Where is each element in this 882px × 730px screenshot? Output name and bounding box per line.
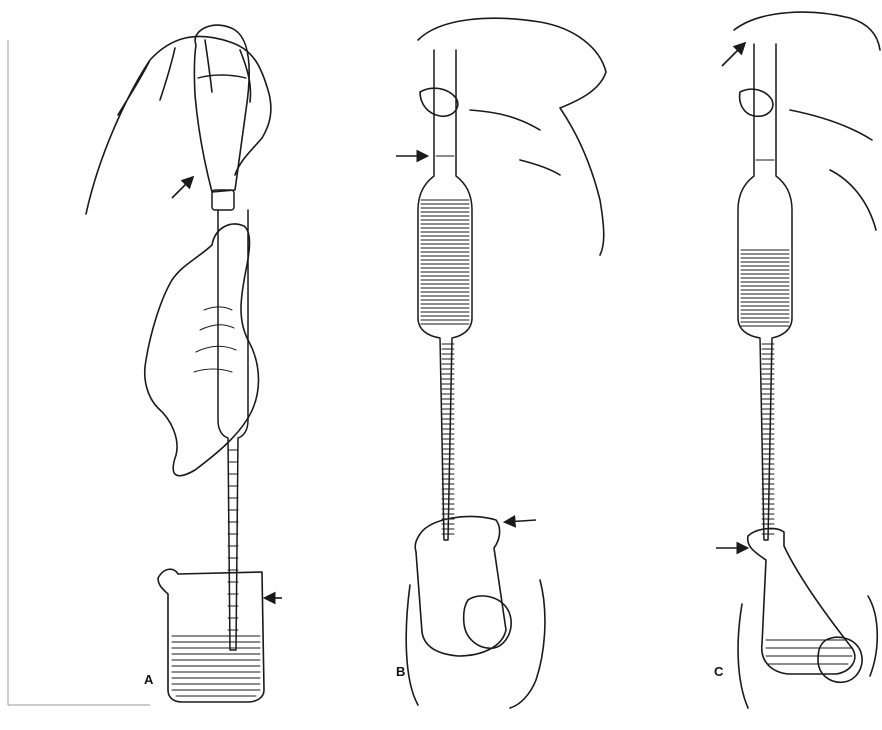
receiving-cup-b [415,516,506,656]
panel-b-upper-hand [418,18,606,255]
pipette-c-body [738,44,792,540]
arrow-top-c [722,44,744,66]
arrow-bulb [172,178,192,198]
panel-label-b: B [396,664,405,679]
panel-b: B [396,18,606,708]
flask-liquid [766,640,852,664]
panel-label-c: C [714,664,724,679]
receiving-flask-c [748,529,855,674]
rubber-bulb [194,25,249,192]
pipette-b-body [418,50,472,540]
panel-c: C [714,12,880,708]
panel-a: A [86,25,282,702]
arrow-cup-b [506,520,536,522]
panel-label-a: A [144,672,154,687]
bulb-band [198,75,246,78]
beaker-liquid [172,636,260,696]
pipette-a-body [218,210,248,650]
panel-c-upper-hand [734,12,880,230]
pipette-b-liquid [421,200,469,324]
panel-c-lower-hand [738,596,877,708]
pipette-c-liquid [741,250,789,326]
bulb-tip [212,190,234,210]
